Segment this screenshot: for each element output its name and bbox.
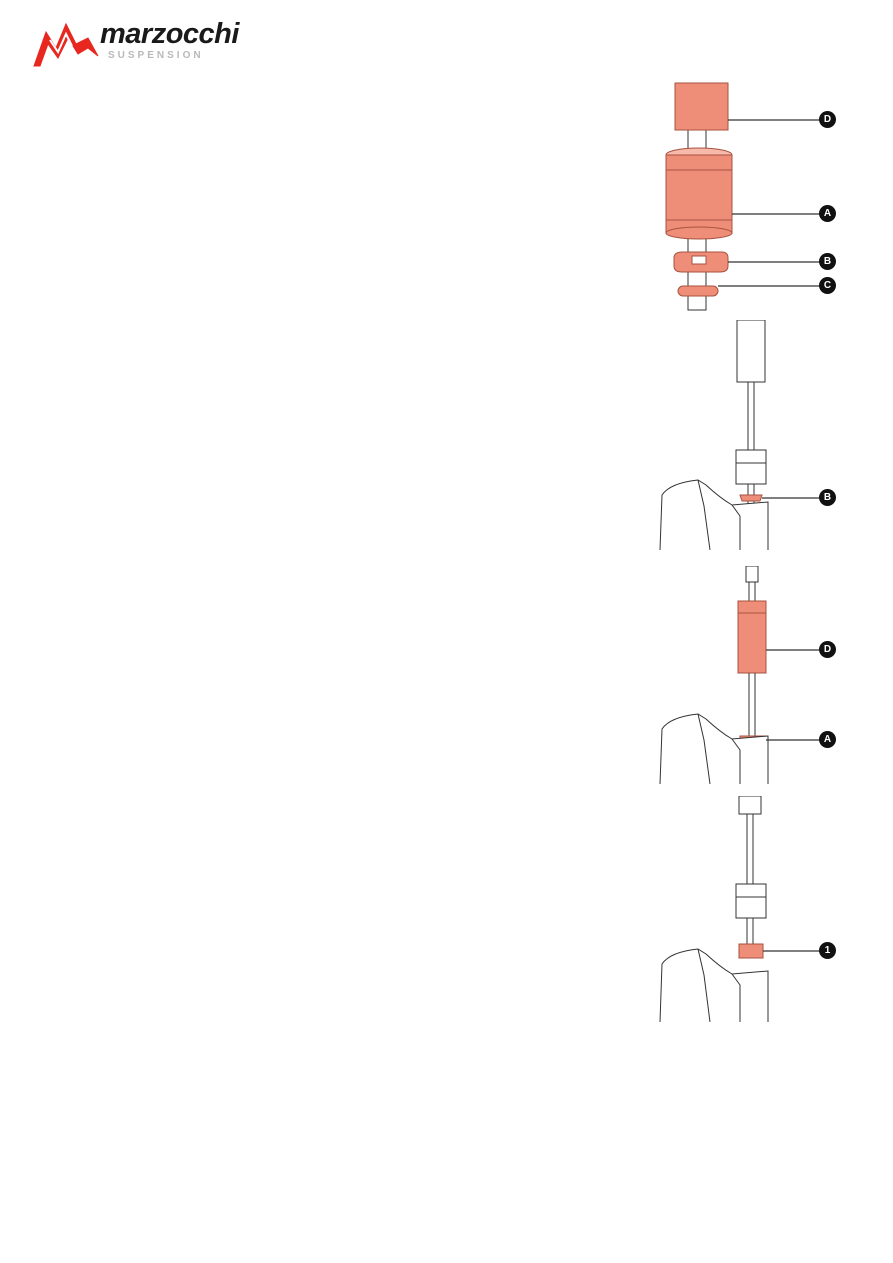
- clip-install-drawing: [659, 319, 820, 551]
- callout-a: A: [819, 731, 836, 748]
- marzocchi-logo-mark: [33, 22, 99, 67]
- tool-d-tube: [737, 600, 767, 674]
- callout-1: 1: [819, 942, 836, 959]
- callout-d: D: [819, 111, 836, 128]
- part-a-sleeve: [665, 154, 733, 234]
- part-1-bushing: [738, 943, 764, 959]
- part-d-tube: [674, 82, 729, 131]
- brand-name: marzocchi: [100, 18, 239, 50]
- figure-seated-part: 1: [640, 795, 860, 1023]
- press-tool-drawing: [659, 565, 820, 785]
- callout-c: C: [819, 277, 836, 294]
- seated-part-drawing: [659, 795, 820, 1023]
- marzocchi-logo: marzocchi SUSPENSION: [32, 18, 239, 70]
- figure-exploded-parts: D A B C: [640, 80, 860, 315]
- exploded-parts-drawing: [665, 82, 820, 311]
- callout-a: A: [819, 205, 836, 222]
- figure-clip-install: B: [640, 319, 860, 551]
- callout-d: D: [819, 641, 836, 658]
- figure-press-tool: D A: [640, 565, 860, 785]
- callout-b: B: [819, 489, 836, 506]
- brand-subtitle: SUSPENSION: [108, 50, 204, 61]
- part-c-pin: [677, 285, 719, 297]
- callout-b: B: [819, 253, 836, 270]
